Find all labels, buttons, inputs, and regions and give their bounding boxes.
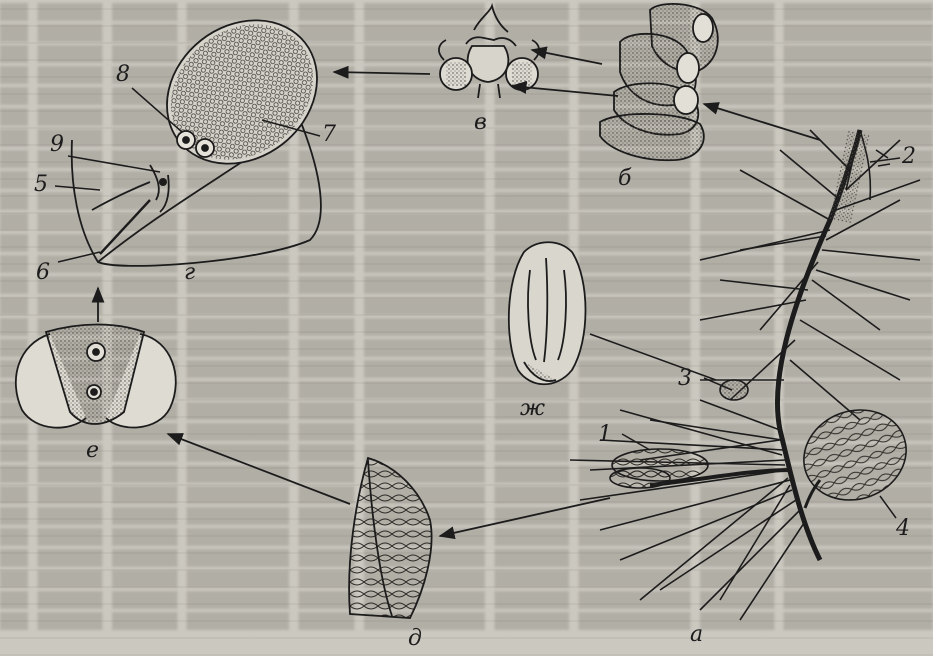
panel-label-b: б — [618, 168, 631, 190]
panel-label-g: г — [184, 262, 195, 284]
part-number-3: 3 — [678, 368, 692, 390]
part-number-5: 5 — [34, 174, 48, 196]
part-number-8: 8 — [116, 64, 130, 86]
male-cone-drawing-d — [349, 458, 431, 618]
ovule-drawing-g — [72, 0, 346, 266]
panel-label-v: в — [474, 112, 487, 134]
pollen-grain-drawing-v — [439, 6, 539, 98]
panel-label-d: д — [408, 628, 422, 650]
panel-label-e: е — [86, 440, 99, 462]
seed-drawing-zh — [509, 242, 716, 384]
part-number-7: 7 — [322, 124, 336, 146]
microsporophylls-drawing-b — [600, 4, 718, 160]
panel-label-a: а — [690, 624, 703, 646]
pine-branch-drawing-a — [570, 130, 920, 620]
part-number-9: 9 — [50, 134, 64, 156]
part-number-2: 2 — [902, 146, 916, 168]
part-number-4: 4 — [896, 518, 910, 540]
panel-label-zh: ж — [520, 398, 545, 420]
part-number-1: 1 — [598, 424, 612, 446]
pollen-section-drawing-e — [16, 325, 176, 428]
part-number-6: 6 — [36, 262, 50, 284]
